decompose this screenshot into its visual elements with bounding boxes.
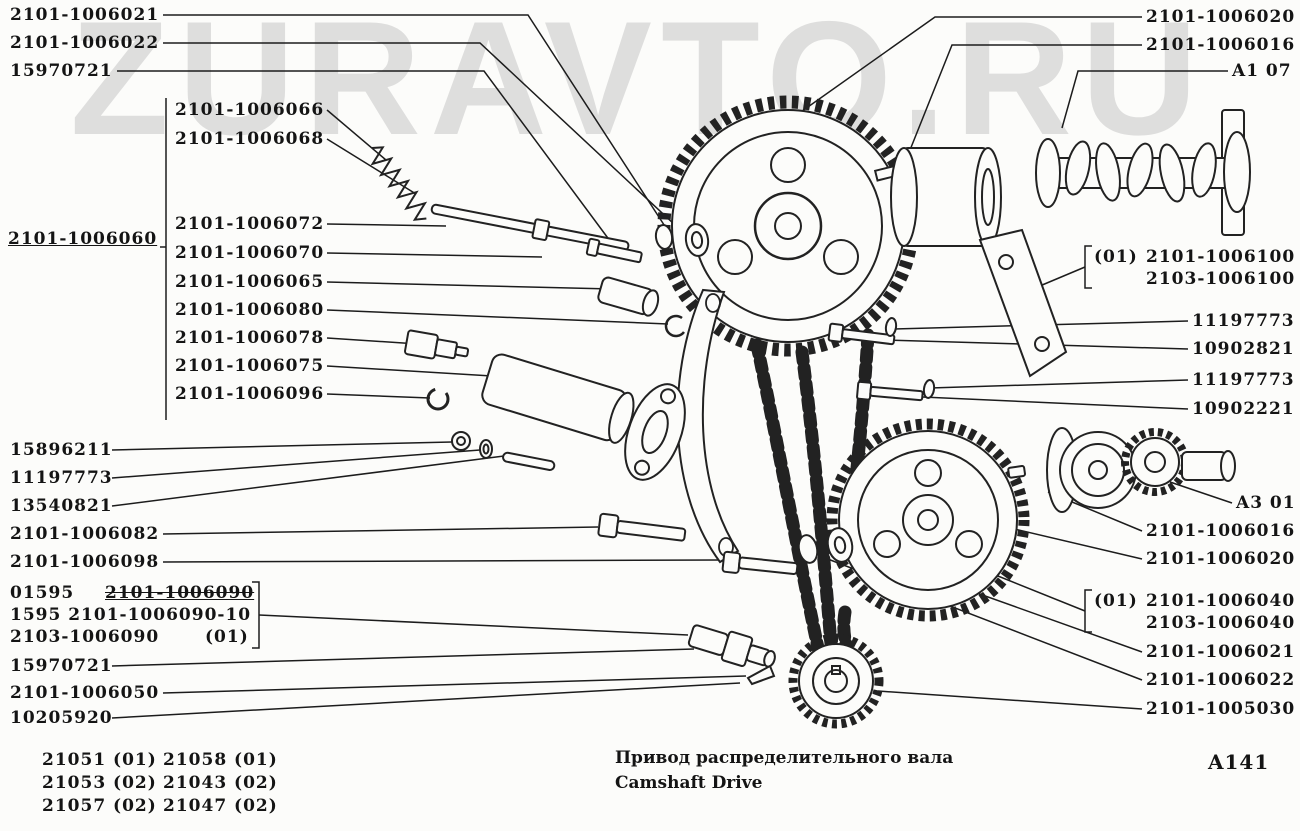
part-label: 13540821 — [10, 496, 113, 516]
sheet-code: A141 — [1208, 750, 1270, 774]
part-label: 15970721 — [10, 656, 113, 676]
part-label: 2101-1006096 — [175, 384, 325, 404]
part-label: 2101-1006021 — [1146, 642, 1296, 662]
model-cell: 21047 (02) — [163, 796, 278, 816]
model-applicability-table: 21051 (01) 21058 (01) 21053 (02) 21043 (… — [42, 750, 284, 819]
part-label: 2101-1006020 — [1146, 549, 1296, 569]
bolt-short — [721, 550, 799, 575]
part-label: 2101-1006022 — [1146, 670, 1296, 690]
part-label-superseded: 2101-1006090 — [105, 583, 255, 603]
model-cell: 21043 (02) — [163, 773, 278, 793]
diagram-caption: Привод распределительного вала Camshaft … — [615, 748, 953, 798]
part-label: 10205920 — [10, 708, 113, 728]
table-row: 21057 (02) 21047 (02) — [42, 796, 284, 816]
snap-ring — [426, 387, 450, 411]
part-label: 2101-1006098 — [10, 552, 160, 572]
sheet-ref-label: A3 01 — [1236, 493, 1296, 513]
tensioner-plunger — [597, 276, 660, 317]
part-label: 2101-1006068 — [175, 129, 325, 149]
part-label: 2101-1006082 — [10, 524, 160, 544]
part-label: 2103-1006100 — [1146, 269, 1296, 289]
part-label: 2101-1006080 — [175, 300, 325, 320]
part-label: 2101-1006065 — [175, 272, 325, 292]
retaining-clip — [664, 314, 685, 338]
part-label: 2103-1006040 — [1146, 613, 1296, 633]
part-label: 2101-1006022 — [10, 33, 160, 53]
model-cell: 21057 (02) — [42, 796, 157, 816]
part-label: 15970721 — [10, 61, 113, 81]
part-label: 10902221 — [1192, 399, 1295, 419]
part-label-variant: (01) — [1094, 247, 1138, 267]
caption-english: Camshaft Drive — [615, 773, 763, 793]
part-label: 2103-1006090 — [10, 627, 160, 647]
part-label: 2101-1006060 — [8, 229, 158, 249]
part-label: 2101-1006020 — [1146, 7, 1296, 27]
part-label: 2101-1006021 — [10, 5, 160, 25]
nut-washer-pin — [451, 431, 556, 471]
chain-washers — [797, 527, 854, 564]
table-row: 21053 (02) 21043 (02) — [42, 773, 284, 793]
model-cell: 21058 (01) — [163, 750, 278, 770]
part-label: 2101-1006070 — [175, 243, 325, 263]
table-row: 21051 (01) 21058 (01) — [42, 750, 284, 770]
part-label: 01595 — [10, 583, 75, 603]
part-label: 2101-1006016 — [1146, 521, 1296, 541]
part-label: 2101-1006078 — [175, 328, 325, 348]
tensioner-nut — [404, 329, 470, 360]
tensioner-spring — [370, 146, 428, 221]
part-label: 10902821 — [1192, 339, 1295, 359]
camshaft — [1035, 109, 1251, 236]
camshaft-bearing-housing — [873, 147, 1002, 247]
limiter-plug — [687, 624, 776, 668]
part-label: 2101-1006066 — [175, 100, 325, 120]
tensioner-bolt — [585, 237, 643, 264]
caption-russian: Привод распределительного вала — [615, 748, 954, 768]
part-label: 2101-1006100 — [1146, 247, 1296, 267]
part-label: 15896211 — [10, 440, 113, 460]
part-label: 2101-1006040 — [1146, 591, 1296, 611]
crankshaft-sprocket — [788, 633, 884, 729]
bolt-with-washer-1 — [827, 317, 898, 346]
part-label: 2101-1006072 — [175, 214, 325, 234]
part-label: 11197773 — [1192, 370, 1295, 390]
part-label-variant: (01) — [205, 627, 249, 647]
part-label: 2101-1006075 — [175, 356, 325, 376]
part-label: 11197773 — [1192, 311, 1295, 331]
cone-plug — [746, 664, 776, 686]
part-label: 2101-1005030 — [1146, 699, 1296, 719]
model-cell: 21053 (02) — [42, 773, 157, 793]
tensioner-rod — [430, 203, 630, 252]
part-label: 1595 2101-1006090-10 — [10, 605, 252, 625]
part-label-variant: (01) — [1094, 591, 1138, 611]
bolt-with-washer-2 — [856, 379, 936, 402]
rod-washers — [654, 223, 710, 257]
intermediate-sprocket — [826, 418, 1030, 622]
part-label: 2101-1006050 — [10, 683, 160, 703]
mounting-bracket — [978, 228, 1068, 378]
part-label: 11197773 — [10, 468, 113, 488]
part-label: 2101-1006016 — [1146, 35, 1296, 55]
tensioner-body — [481, 353, 686, 481]
aux-drive-assembly — [1007, 427, 1236, 513]
bolt-long — [597, 512, 687, 542]
sheet-ref-label: A1 07 — [1232, 61, 1292, 81]
model-cell: 21051 (01) — [42, 750, 157, 770]
